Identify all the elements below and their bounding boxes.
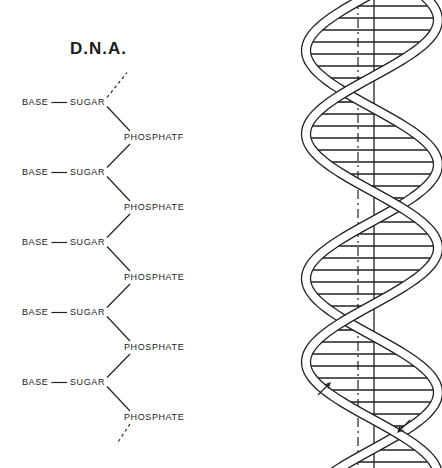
base-pair-rung	[312, 125, 401, 127]
base-sugar-bond	[51, 172, 67, 173]
base-pair-rung	[329, 161, 434, 163]
base-pair-rung	[329, 389, 434, 391]
base-pair-rung	[367, 185, 423, 187]
sugar-phosphate-bond	[107, 177, 130, 202]
base-pair-rung	[320, 341, 380, 343]
base-pair-rung	[320, 29, 431, 31]
sugar-label: SUGAR	[70, 98, 105, 107]
sugar-phosphate-strand	[302, 0, 442, 468]
base-pair-rung	[354, 461, 429, 463]
phosphate-label: PHOSPHATE	[124, 413, 184, 422]
phosphate-sugar-bond	[107, 354, 130, 378]
base-pair-rung	[312, 353, 401, 355]
chain-bonds	[51, 73, 130, 443]
sugar-phosphate-bond	[107, 387, 130, 412]
base-pair-rung	[310, 281, 407, 283]
base-sugar-bond	[51, 312, 67, 313]
strand-direction-arrow	[398, 420, 410, 432]
base-pair-rung	[310, 365, 417, 367]
sugar-phosphate-strand	[302, 0, 442, 468]
chain-continuation	[107, 73, 127, 98]
base-pair-rung	[316, 293, 388, 295]
base-pair-rung	[310, 137, 417, 139]
base-pair-rung	[354, 5, 429, 7]
base-pair-rung	[316, 377, 428, 379]
base-pair-rung	[367, 413, 423, 415]
base-pair-rung	[346, 401, 432, 403]
base-sugar-bond	[51, 382, 67, 383]
base-pair-rung	[354, 233, 429, 235]
base-pair-rung	[320, 113, 380, 115]
base-label: BASE	[22, 378, 48, 387]
base-pair-rung	[335, 245, 434, 247]
phosphate-sugar-bond	[107, 214, 130, 238]
base-pair-rung	[316, 65, 388, 67]
phosphate-label: PHOSPHATE	[124, 203, 184, 212]
strand-direction-arrow	[318, 383, 330, 395]
phosphate-label: PHOSPHATE	[124, 343, 184, 352]
base-label: BASE	[22, 308, 48, 317]
base-label: BASE	[22, 238, 48, 247]
base-pair-rung	[346, 173, 432, 175]
sugar-label: SUGAR	[70, 168, 105, 177]
diagram-title: D.N.A.	[70, 40, 127, 57]
sugar-phosphate-bond	[107, 317, 130, 342]
phosphate-label: PHOSPHATF	[124, 133, 184, 142]
sugar-label: SUGAR	[70, 308, 105, 317]
sugar-phosphate-bond	[107, 247, 130, 272]
base-pair-rung	[335, 17, 434, 19]
base-sugar-bond	[51, 242, 67, 243]
chain-continuation	[118, 424, 130, 442]
phosphate-sugar-bond	[107, 144, 130, 168]
base-pair-rung	[310, 53, 407, 55]
phosphate-label: PHOSPHATE	[124, 273, 184, 282]
base-label: BASE	[22, 168, 48, 177]
sugar-phosphate-bond	[107, 107, 130, 132]
base-sugar-bond	[51, 102, 67, 103]
sugar-label: SUGAR	[70, 238, 105, 247]
base-pair-rung	[320, 257, 431, 259]
base-pair-rung	[316, 149, 428, 151]
phosphate-sugar-bond	[107, 284, 130, 308]
sugar-label: SUGAR	[70, 378, 105, 387]
base-pair-rung	[312, 41, 422, 43]
double-helix	[302, 0, 442, 468]
base-label: BASE	[22, 98, 48, 107]
base-pair-rung	[312, 269, 422, 271]
